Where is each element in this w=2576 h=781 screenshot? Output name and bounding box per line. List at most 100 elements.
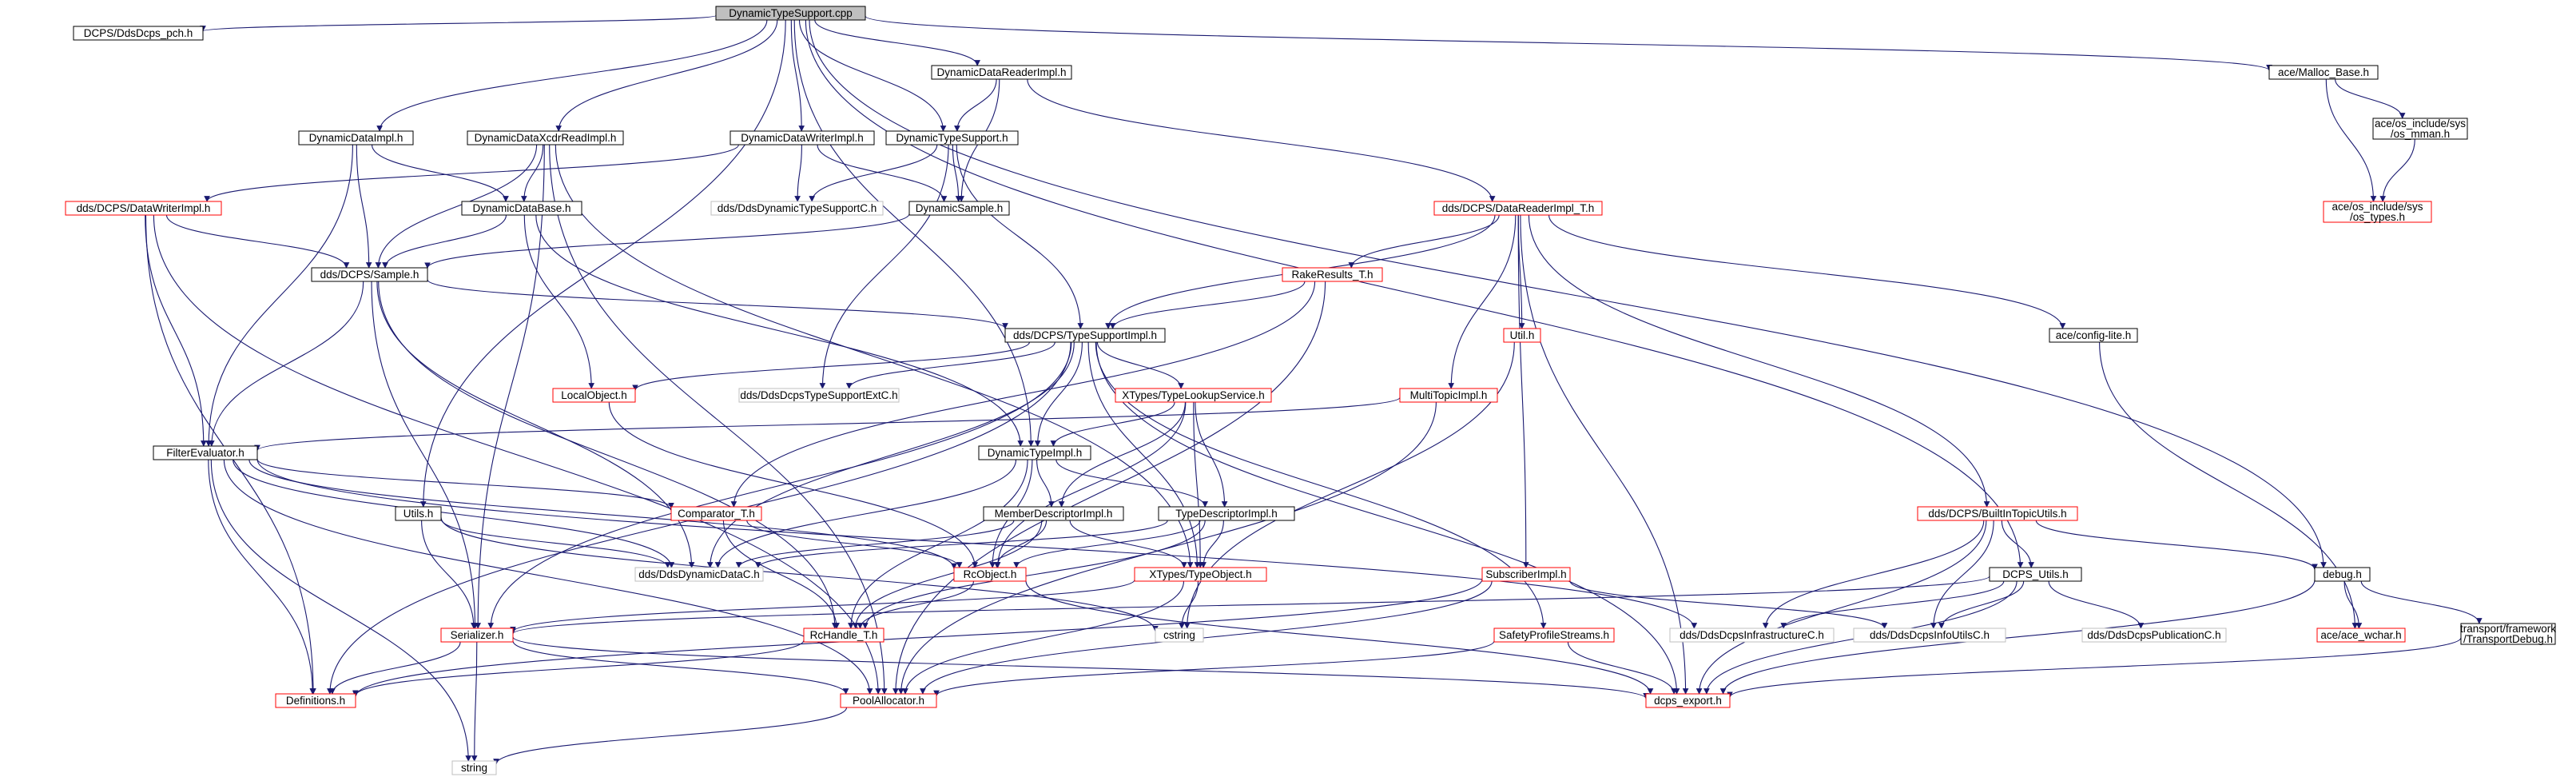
node-malloc[interactable]: ace/Malloc_Base.h [2268,65,2379,80]
node-export[interactable]: dcps_export.h [1645,693,1731,708]
node-infou-box [1853,628,2006,643]
edge-serial-to-export [512,636,1649,699]
node-filter[interactable]: FilterEvaluator.h [153,445,258,460]
node-debug[interactable]: debug.h [2314,567,2371,582]
node-ostypes-label: /os_types.h [2350,211,2405,223]
edge-comp-to-rcobj [746,520,963,568]
edge-root-to-ddwi [790,19,805,132]
node-drimplt-box [1433,201,1603,216]
node-mti[interactable]: MultiTopicImpl.h [1399,388,1498,403]
node-localobj[interactable]: LocalObject.h [552,388,636,403]
node-tsi[interactable]: dds/DCPS/TypeSupportImpl.h [1004,328,1166,343]
node-subi[interactable]: SubscriberImpl.h [1481,567,1571,582]
node-sample[interactable]: dds/DCPS/Sample.h [311,267,428,282]
edge-tls-to-xto [1193,401,1204,568]
edge-dcpsu-to-infra [1780,580,2005,629]
node-rcobj-label: RcObject.h [964,568,1017,580]
node-pubc-label: dds/DdsDcpsPublicationC.h [2087,629,2220,641]
node-pubc[interactable]: dds/DdsDcpsPublicationC.h [2081,628,2227,643]
edge-ddimpl-to-sample [356,144,372,269]
node-pool[interactable]: PoolAllocator.h [840,693,937,708]
node-dynts[interactable]: dds/DdsDynamicTypeSupportC.h [710,201,884,216]
edge-ddxcdr-to-serial [475,144,545,629]
node-acewchar[interactable]: ace/ace_wchar.h [2316,628,2406,643]
node-dcpsu-box [1989,567,2082,582]
node-tdi[interactable]: TypeDescriptorImpl.h [1158,506,1295,521]
node-ddxcdr[interactable]: DynamicDataXcdrReadImpl.h [467,130,624,145]
node-utils[interactable]: Utils.h [395,506,442,521]
node-util-box [1503,328,1541,343]
node-ddxcdr-box [467,130,624,145]
node-ddwi-box [729,130,875,145]
node-root[interactable]: DynamicTypeSupport.cpp [715,6,866,21]
node-dti-box [978,445,1091,460]
edge-mdi-to-rcobj [994,520,1047,568]
edge-root-to-debug [809,19,2327,568]
edge-debug-to-tdebug [2360,580,2483,624]
edge-root-to-malloc [865,15,2272,71]
node-defs[interactable]: Definitions.h [275,693,356,708]
node-ddwi[interactable]: DynamicDataWriterImpl.h [729,130,875,145]
node-dti-label: DynamicTypeImpl.h [988,447,1083,459]
node-pch[interactable]: DCPS/DdsDcps_pch.h [73,26,204,41]
edge-ddimpl-to-filter [205,144,353,447]
edge-tsi-to-xto [1087,341,1201,568]
node-rcobj[interactable]: RcObject.h [953,567,1027,582]
edge-ddri-to-drimplt [1027,78,1496,202]
node-tls-label: XTypes/TypeLookupService.h [1122,389,1265,401]
edge-sample-to-rch [378,281,838,629]
node-malloc-box [2268,65,2379,80]
node-safety[interactable]: SafetyProfileStreams.h [1493,628,1615,643]
node-tsext-label: dds/DdsDcpsTypeSupportExtC.h [740,389,897,401]
node-tsext[interactable]: dds/DdsDcpsTypeSupportExtC.h [738,388,900,403]
node-ddbase[interactable]: DynamicDataBase.h [461,201,582,216]
node-dts[interactable]: DynamicTypeSupport.h [885,130,1019,145]
edge-ddbase-to-dti [535,214,1024,447]
edge-filter-to-string [210,459,472,762]
node-tls[interactable]: XTypes/TypeLookupService.h [1115,388,1272,403]
edge-root-to-utils [419,19,786,508]
node-util[interactable]: Util.h [1503,328,1541,343]
edge-dcpsu-to-pubc [2048,580,2145,629]
node-dsample[interactable]: DynamicSample.h [908,201,1010,216]
node-rch[interactable]: RcHandle_T.h [803,628,885,643]
node-tdebug[interactable]: transport/framework/TransportDebug.h [2460,623,2556,645]
edge-filter-to-defs [208,459,316,695]
node-export-label: dcps_export.h [1654,695,1722,707]
node-ddc[interactable]: dds/DdsDynamicDataC.h [634,567,764,582]
node-cstring[interactable]: cstring [1155,628,1204,643]
node-string[interactable]: string [451,760,497,775]
node-dwimpl-label: dds/DCPS/DataWriterImpl.h [77,202,211,214]
node-dcpsu[interactable]: DCPS_Utils.h [1989,567,2082,582]
node-ddimpl[interactable]: DynamicDataImpl.h [298,130,414,145]
edge-drimplt-to-rake [1348,214,1500,269]
node-osmman[interactable]: ace/os_include/sys/os_mman.h [2372,118,2468,140]
edge-layer [145,14,2483,765]
node-comp[interactable]: Comparator_T.h [670,506,762,521]
node-util-label: Util.h [1510,329,1535,341]
node-config[interactable]: ace/config-lite.h [2049,328,2138,343]
edge-tdi-to-rcobj [1013,520,1201,568]
edge-dts-to-tsext [819,144,949,389]
node-dwimpl[interactable]: dds/DCPS/DataWriterImpl.h [65,201,222,216]
node-bitu[interactable]: dds/DCPS/BuiltInTopicUtils.h [1917,506,2078,521]
node-ddxcdr-label: DynamicDataXcdrReadImpl.h [475,132,617,144]
edge-config-to-acewchar [2099,341,2359,629]
node-filter-box [153,445,258,460]
node-infra-label: dds/DdsDcpsInfrastructureC.h [1680,629,1824,641]
edge-tsi-to-serial [487,341,1072,629]
edge-rake-to-pool [892,281,1326,695]
node-mdi[interactable]: MemberDescriptorImpl.h [983,506,1124,521]
node-ddri[interactable]: DynamicDataReaderImpl.h [931,65,1072,80]
node-drimplt[interactable]: dds/DCPS/DataReaderImpl_T.h [1433,201,1603,216]
edge-root-to-dti [793,19,1035,447]
node-dti[interactable]: DynamicTypeImpl.h [978,445,1091,460]
node-root-box [715,6,866,21]
node-serial[interactable]: Serializer.h [440,628,514,643]
node-tsext-box [738,388,900,403]
node-xto[interactable]: XTypes/TypeObject.h [1134,567,1267,582]
node-infou[interactable]: dds/DdsDcpsInfoUtilsC.h [1853,628,2006,643]
node-infra[interactable]: dds/DdsDcpsInfrastructureC.h [1669,628,1835,643]
node-ostypes[interactable]: ace/os_include/sys/os_types.h [2323,201,2432,223]
node-rake[interactable]: RakeResults_T.h [1282,267,1383,282]
